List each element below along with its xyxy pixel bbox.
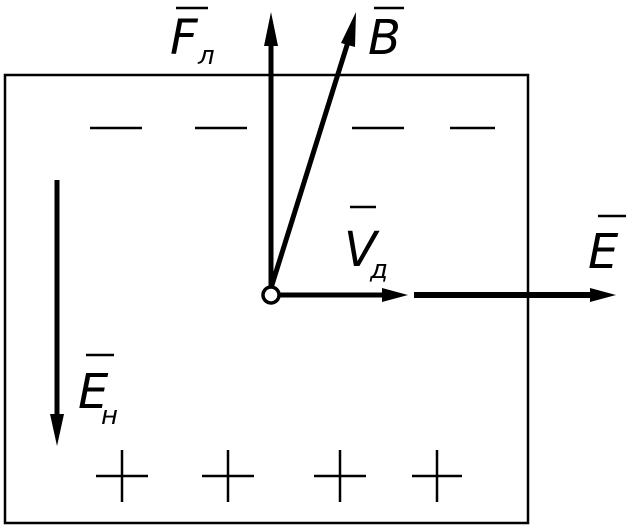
magnetic-field-arrowhead [341,12,356,47]
charge-origin-circle [261,285,281,305]
drift-velocity-vector [278,288,408,302]
drift-velocity-label: V д [344,205,388,285]
lorentz-force-arrowhead [264,12,278,46]
electric-field-vector [414,288,616,302]
conductor-box [3,73,530,525]
plus-sign [202,450,254,502]
hall-field-arrowhead [50,414,64,446]
drift-velocity-subscript: д [369,255,388,285]
magnetic-field-vector [268,12,356,289]
hall-field-subscript: н [101,401,118,431]
electric-field-symbol: E [588,224,619,280]
lorentz-force-label: F л [170,6,215,71]
electric-field-arrowhead [590,288,616,302]
hall-field-symbol: E [78,364,109,420]
electric-field-label: E [588,214,626,280]
plus-sign [412,450,462,502]
hall-field-vector [50,180,64,446]
lorentz-force-vector [264,12,278,288]
drift-velocity-arrowhead [382,288,408,302]
magnetic-field-symbol: B [368,10,401,66]
plate-bottom-signs [96,450,462,502]
magnetic-field-label: B [368,6,404,66]
plus-sign [314,450,366,502]
drift-velocity-symbol: V [344,222,380,278]
plus-sign [96,450,148,502]
hall-field-label: E н [78,353,118,431]
lorentz-force-symbol: F [170,10,199,66]
lorentz-force-subscript: л [197,41,215,71]
